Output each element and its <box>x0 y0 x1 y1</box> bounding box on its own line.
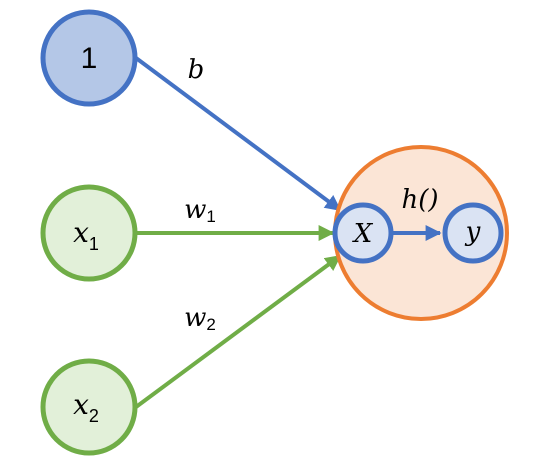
edge-h-label: h() <box>401 185 438 215</box>
w1-sub: 1 <box>206 207 215 226</box>
bias-node-label: 1 <box>81 42 98 75</box>
w2-sub: 2 <box>206 315 215 334</box>
x1-node-label: x1 <box>73 216 99 254</box>
w1-var: w <box>184 195 206 225</box>
x1-var: x <box>73 216 89 249</box>
x2-node-label: x2 <box>73 388 99 426</box>
x2-node <box>40 358 138 456</box>
edge-w2 <box>134 254 342 409</box>
edge-b-label: b <box>188 55 205 85</box>
bias-node <box>40 9 138 107</box>
x2-var: x <box>73 388 89 421</box>
y-node-label: y <box>465 217 481 247</box>
edge-w2-label: w2 <box>184 303 216 334</box>
X-node-label: X <box>352 219 374 249</box>
edge-w1-label: w1 <box>184 195 216 226</box>
w2-var: w <box>184 303 206 333</box>
y-node <box>442 202 504 264</box>
edge-b <box>134 56 342 212</box>
x1-sub: 1 <box>89 234 99 254</box>
x2-sub: 2 <box>89 406 99 426</box>
X-node <box>332 202 394 264</box>
x1-node <box>40 184 138 282</box>
